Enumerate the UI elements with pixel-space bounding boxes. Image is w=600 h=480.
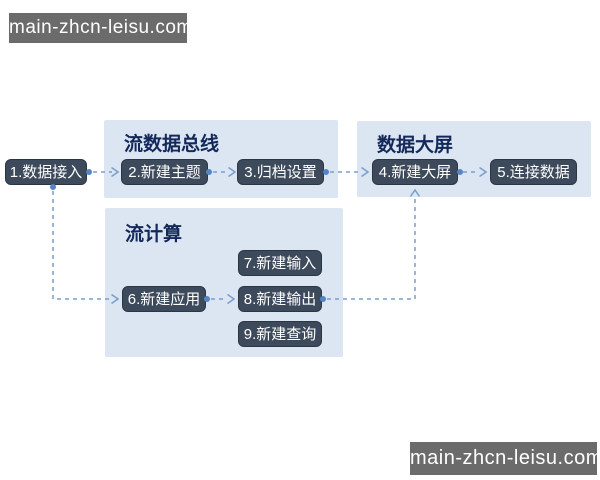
node-create-dashboard: 4.新建大屏 — [372, 159, 458, 185]
node-create-output: 8.新建输出 — [238, 286, 322, 312]
edge-1-6 — [52, 191, 111, 300]
node-connect-data: 5.连接数据 — [490, 159, 577, 185]
node-archive-settings: 3.归档设置 — [237, 159, 324, 185]
watermark-bottom-right: main-zhcn-leisu.com — [410, 442, 600, 475]
group-title: 流数据总线 — [124, 134, 220, 155]
node-create-input: 7.新建输入 — [238, 250, 322, 276]
node-create-app: 6.新建应用 — [122, 286, 206, 312]
node-create-query: 9.新建查询 — [238, 321, 322, 347]
node-data-access: 1.数据接入 — [5, 159, 87, 185]
watermark-top-left: main-zhcn-leisu.com — [9, 13, 192, 43]
group-title: 数据大屏 — [377, 135, 454, 156]
node-create-topic: 2.新建主题 — [121, 159, 208, 185]
group-title: 流计算 — [125, 224, 183, 245]
